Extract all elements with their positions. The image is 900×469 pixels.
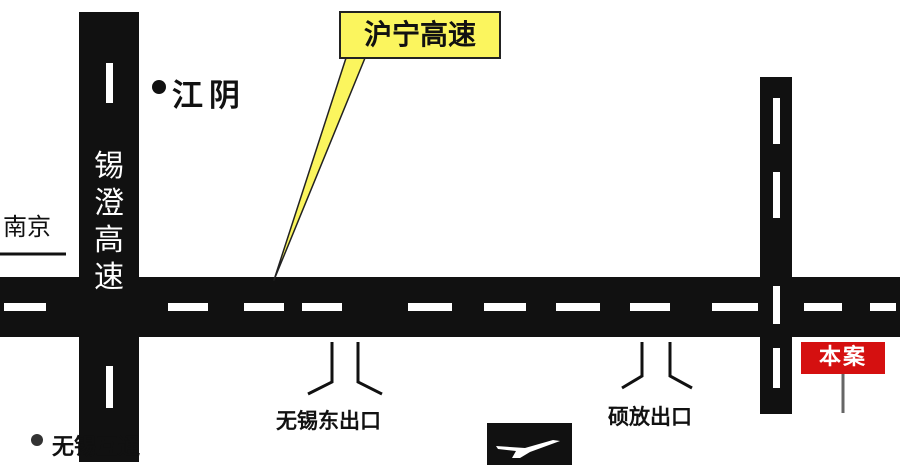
huning-expressway-callout: 沪宁高速: [339, 11, 501, 59]
location-dot-icon: [152, 80, 166, 94]
main-highway-lane-markings: [4, 303, 896, 311]
xicheng-label-text: 锡澄高速: [94, 149, 124, 295]
exit-label-shuofang: 硕放出口: [608, 405, 692, 429]
exit-label-wuxi-east: 无锡东出口: [276, 409, 381, 433]
xicheng-expressway-label: 锡澄高速: [79, 148, 139, 296]
shuofang-exit-ramps: [621, 342, 693, 390]
huning-callout-pointer: [273, 57, 366, 281]
place-label-wuxi-interchange: 无锡互通: [52, 435, 141, 460]
place-label-nanjing: 南京: [3, 213, 51, 241]
place-label-jiangyin: 江阴: [172, 78, 246, 114]
wuxi-east-exit-ramps: [307, 342, 383, 396]
airport-icon: [487, 423, 572, 465]
xicheng-lane-markings: [106, 63, 113, 408]
east-road-lane-markings: [773, 98, 780, 388]
location-dot-icon: [31, 434, 43, 446]
destination-marker: 本案: [801, 342, 885, 374]
